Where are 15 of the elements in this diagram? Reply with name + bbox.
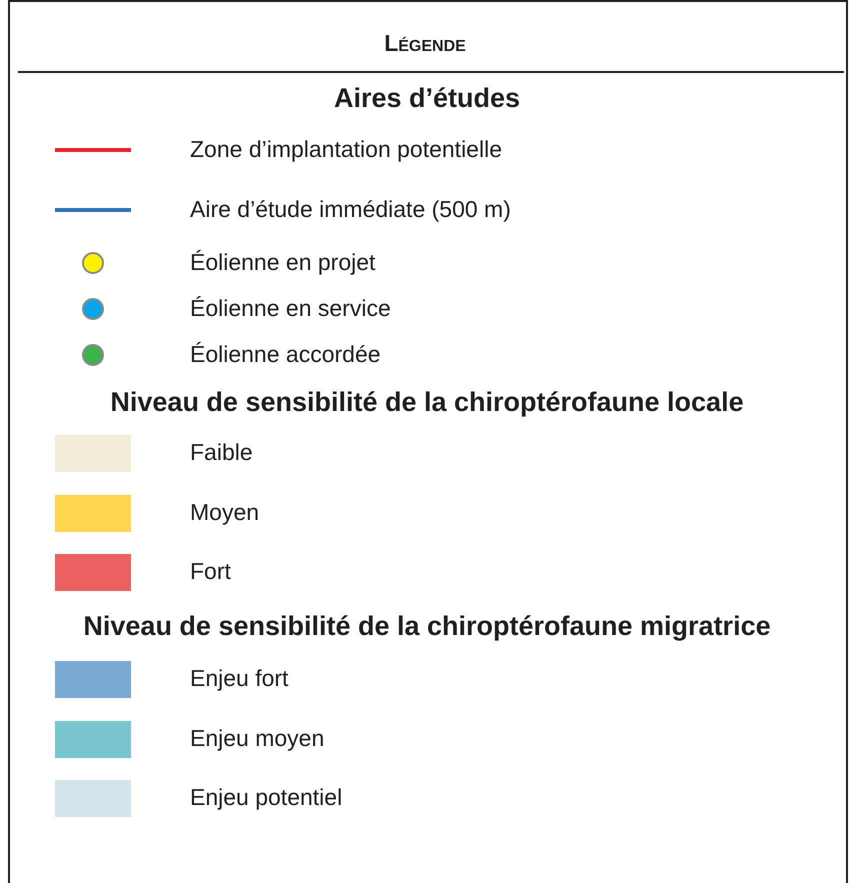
legend-label: Zone d’implantation potentielle: [190, 138, 502, 161]
legend-label: Enjeu moyen: [190, 727, 324, 750]
legend-label: Faible: [190, 441, 253, 464]
legend-label: Aire d’étude immédiate (500 m): [190, 198, 511, 221]
legend-label: Éolienne en service: [190, 297, 391, 320]
section-heading: Niveau de sensibilité de la chiroptérofaune migratrice: [82, 613, 772, 640]
legend-label: Enjeu fort: [190, 667, 288, 690]
legend-label: Enjeu potentiel: [190, 786, 342, 809]
legend-label: Moyen: [190, 501, 260, 524]
section-heading: Aires d’études: [332, 85, 522, 112]
legend-label: Éolienne en projet: [190, 251, 376, 274]
section-heading: Niveau de sensibilité de la chiroptérofaune locale: [109, 389, 745, 416]
legend-label: Fort: [190, 560, 231, 583]
legend-title: Légende: [383, 29, 467, 58]
legend-label: Éolienne accordée: [190, 343, 381, 366]
